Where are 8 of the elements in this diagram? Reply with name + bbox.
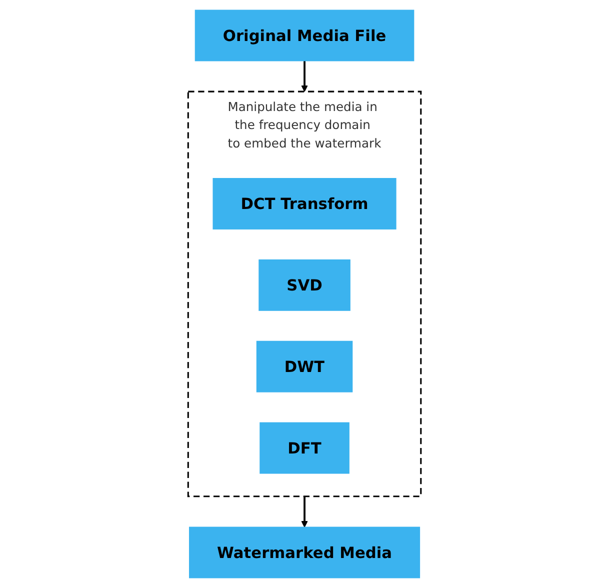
- arrow: [302, 60, 308, 92]
- node-box: DWT: [256, 340, 354, 392]
- arrow: [302, 496, 308, 528]
- node-box: DFT: [260, 422, 350, 474]
- node-box: Original Media File: [195, 10, 415, 62]
- node-box: SVD: [259, 259, 351, 311]
- node-box: DCT Transform: [213, 178, 397, 230]
- node-box: Watermarked Media: [189, 526, 421, 578]
